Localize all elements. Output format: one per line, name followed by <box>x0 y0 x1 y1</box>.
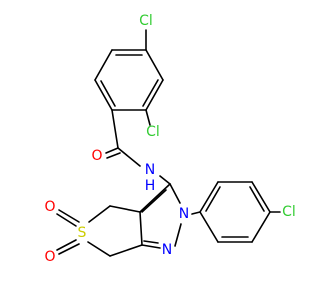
bond <box>199 211 219 243</box>
sulfur-atom: S <box>78 225 87 241</box>
sulfone-oxygen-atom-bottom: O <box>44 249 55 265</box>
chlorine-atom-para: Cl <box>282 204 296 220</box>
bond <box>145 49 164 81</box>
bond <box>145 109 151 126</box>
bond <box>94 49 113 81</box>
imine-nitrogen-atom: N <box>162 242 172 258</box>
atom-labels: Cl Cl O N H N N S O O Cl <box>44 13 295 265</box>
bond <box>94 79 113 111</box>
bond <box>205 186 221 212</box>
bond <box>139 183 171 213</box>
bond <box>106 152 121 159</box>
bond <box>159 175 171 185</box>
bond <box>87 241 111 257</box>
bond <box>251 211 271 243</box>
carbonyl-oxygen-atom: O <box>91 148 102 164</box>
bond <box>56 239 77 251</box>
bond <box>58 243 80 255</box>
bond <box>142 79 159 107</box>
bond <box>141 244 161 249</box>
bond <box>169 183 181 204</box>
molecule-canvas: Cl Cl O N H N N S O O Cl <box>44 13 295 265</box>
bond <box>249 186 265 212</box>
bond <box>105 147 119 154</box>
bond <box>109 244 143 257</box>
bond <box>111 109 119 149</box>
sulfone-oxygen-atom-top: O <box>44 199 55 215</box>
bond <box>117 147 141 167</box>
bond <box>145 79 164 111</box>
bond <box>88 205 111 223</box>
bond <box>174 223 182 247</box>
pyrazole-nitrogen-atom: N <box>179 206 189 222</box>
bond <box>58 209 80 223</box>
bond <box>143 240 159 244</box>
structure-diagram: Cl Cl O N H N N S O O Cl <box>44 13 295 265</box>
bond <box>139 211 143 246</box>
bond <box>191 211 201 215</box>
amide-hydrogen-atom: H <box>145 178 156 194</box>
bond <box>199 181 219 213</box>
bond <box>141 189 167 213</box>
bond <box>56 213 77 227</box>
amide-nitrogen-atom: N <box>145 162 155 178</box>
bond <box>109 205 141 213</box>
chlorine-atom-ortho: Cl <box>146 124 160 140</box>
bond <box>251 181 271 213</box>
chlorine-atom-top: Cl <box>139 13 153 29</box>
bond <box>100 80 116 107</box>
bonds <box>56 29 281 257</box>
